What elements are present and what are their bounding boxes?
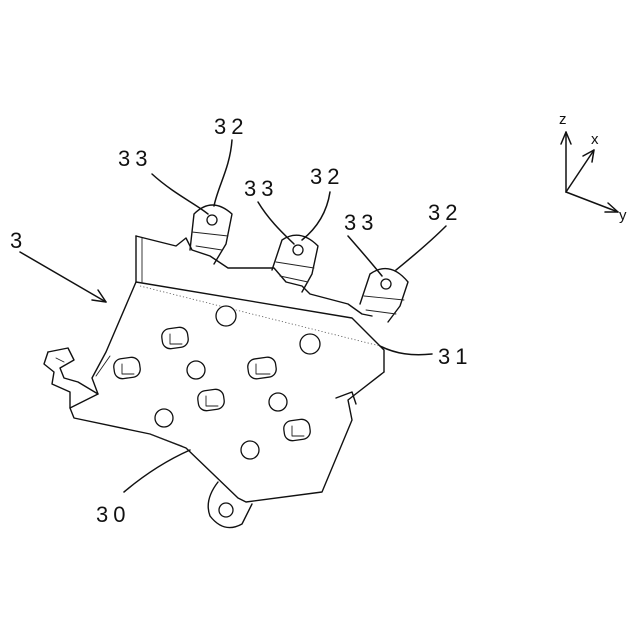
x-axis — [566, 150, 594, 192]
x-axis-label: x — [591, 131, 599, 148]
ref-tab-right: 32 — [428, 200, 462, 225]
y-axis-label: y — [619, 207, 627, 224]
ref-flange: 31 — [438, 344, 472, 369]
hole-left — [207, 215, 217, 225]
plate-ear-hole — [219, 503, 233, 517]
ref-bracket: 3 — [10, 228, 27, 253]
axes-glyph: z x y — [559, 111, 627, 224]
tab-mid — [272, 235, 318, 292]
reference-numerals: 3 32 33 33 32 33 32 31 30 — [10, 114, 472, 527]
tab-right — [360, 269, 408, 322]
ref-hole-mid: 33 — [244, 176, 278, 201]
hole-mid — [293, 245, 303, 255]
plate-features — [113, 306, 320, 459]
ref-tab-mid: 32 — [310, 164, 344, 189]
ref-hole-right: 33 — [344, 210, 378, 235]
ref-hole-left: 33 — [118, 146, 152, 171]
ref-tab-left: 32 — [214, 114, 248, 139]
tab-left — [190, 205, 232, 264]
flange-31 — [136, 236, 384, 372]
ref-plate: 30 — [96, 502, 130, 527]
z-axis-label: z — [559, 111, 567, 128]
hole-right — [381, 279, 391, 289]
y-axis — [566, 192, 618, 212]
